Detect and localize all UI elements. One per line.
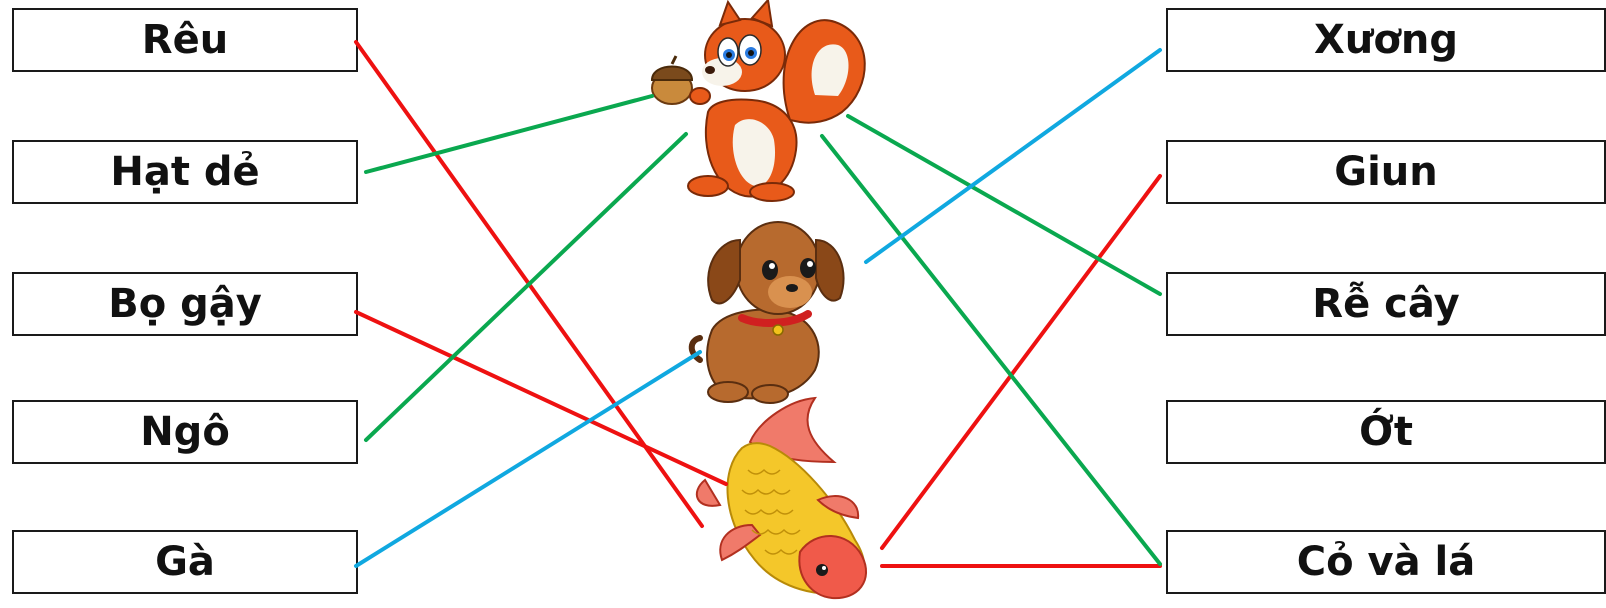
squirrel-picture[interactable]: [652, 0, 865, 201]
connection-line: [356, 352, 700, 566]
connection-line: [366, 96, 652, 172]
connection-line: [866, 50, 1160, 262]
connection-line: [882, 176, 1160, 548]
acorn-icon: [652, 56, 692, 104]
connection-line: [366, 134, 686, 440]
connection-line: [848, 116, 1160, 294]
puppy-picture[interactable]: [692, 222, 844, 403]
connection-line: [822, 136, 1160, 564]
fish-picture[interactable]: [697, 398, 866, 598]
